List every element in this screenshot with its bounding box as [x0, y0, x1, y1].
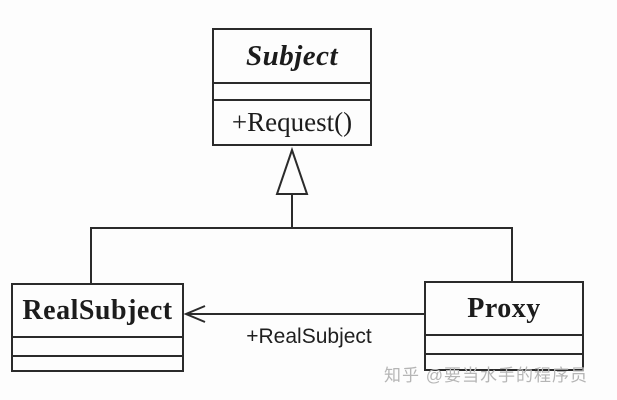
- association-arrowhead-icon: [183, 305, 206, 323]
- association-label: +RealSubject: [246, 325, 372, 348]
- method-request: +Request(): [214, 99, 370, 144]
- methods-compartment-proxy: [426, 353, 582, 369]
- attributes-compartment-realsubject: [13, 336, 182, 355]
- inheritance-triangle-icon: [275, 146, 309, 195]
- watermark-text: 知乎 @要当水手的程序员: [384, 366, 588, 385]
- class-name-realsubject: RealSubject: [22, 294, 173, 326]
- class-name-subject: Subject: [245, 39, 339, 72]
- class-box-subject: Subject +Request(): [212, 28, 372, 146]
- attributes-compartment-subject: [214, 82, 370, 99]
- class-box-proxy: Proxy: [424, 281, 584, 371]
- class-box-realsubject: RealSubject: [11, 283, 184, 372]
- class-name-proxy: Proxy: [467, 292, 541, 324]
- attributes-compartment-proxy: [426, 334, 582, 353]
- methods-compartment-realsubject: [13, 355, 182, 370]
